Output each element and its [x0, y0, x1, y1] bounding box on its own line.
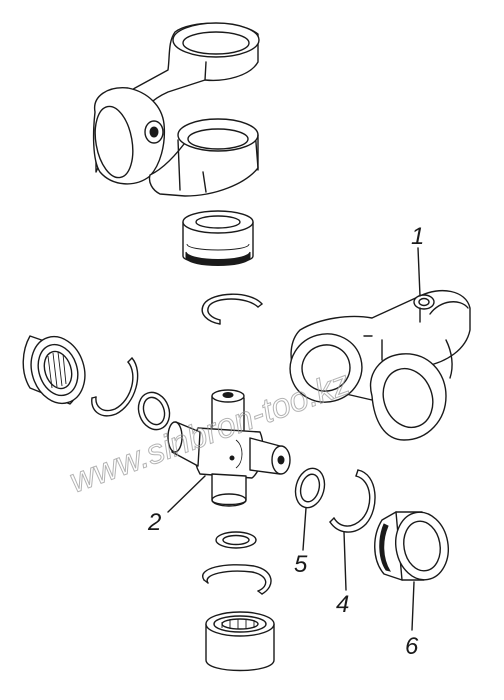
top-circlip [201, 293, 263, 325]
right-bearing-cup [374, 511, 449, 581]
callout-4: 4 [336, 591, 349, 618]
callout-2: 2 [147, 509, 161, 536]
right-washer [294, 467, 326, 509]
right-yoke [289, 289, 471, 441]
left-circlip [91, 357, 139, 417]
bottom-washer [215, 531, 257, 549]
spider-cross [167, 389, 291, 507]
top-yoke [92, 22, 260, 197]
bottom-circlip [201, 564, 272, 595]
left-washer [137, 391, 171, 431]
left-bearing-cup [22, 335, 86, 405]
leader-lines [167, 247, 421, 631]
callout-5: 5 [294, 551, 308, 578]
watermark-text: www.sinbron-too.kz [65, 364, 355, 501]
top-bearing-cup [182, 210, 254, 266]
bottom-bearing-cup [205, 611, 275, 672]
callout-1: 1 [411, 223, 424, 250]
right-circlip [329, 469, 376, 533]
callout-6: 6 [405, 633, 419, 660]
